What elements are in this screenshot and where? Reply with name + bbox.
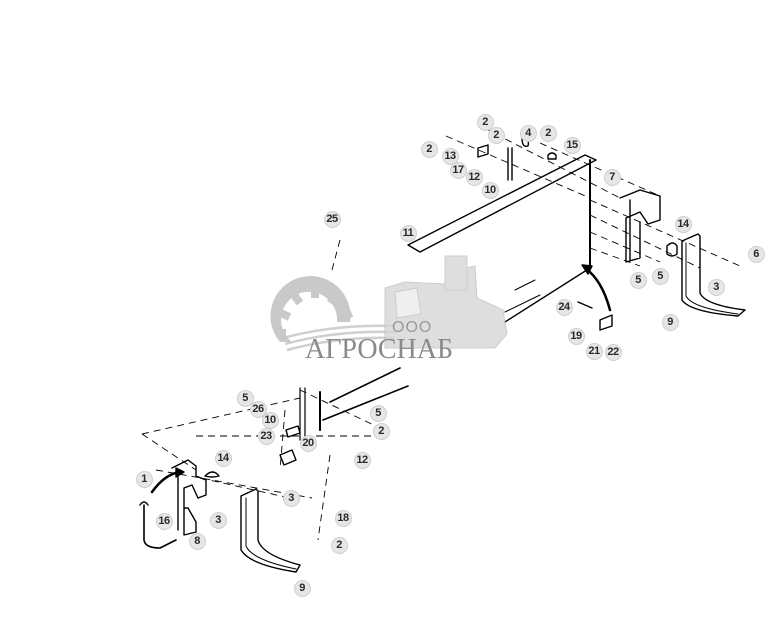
callout-8[interactable]: 8: [188, 532, 206, 550]
callout-16[interactable]: 16: [155, 512, 173, 530]
callout-9[interactable]: 9: [661, 313, 679, 331]
callout-2[interactable]: 2: [487, 126, 505, 144]
callout-9[interactable]: 9: [293, 579, 311, 597]
callout-3[interactable]: 3: [209, 511, 227, 529]
callout-7[interactable]: 7: [603, 168, 621, 186]
callout-1[interactable]: 1: [135, 470, 153, 488]
callout-26[interactable]: 26: [249, 400, 267, 418]
callout-11[interactable]: 11: [399, 224, 417, 242]
callout-12[interactable]: 12: [465, 168, 483, 186]
callout-25[interactable]: 25: [323, 210, 341, 228]
callout-17[interactable]: 17: [449, 161, 467, 179]
callout-2[interactable]: 2: [330, 536, 348, 554]
callout-5[interactable]: 5: [236, 389, 254, 407]
callout-22[interactable]: 22: [604, 343, 622, 361]
callout-10[interactable]: 10: [481, 181, 499, 199]
callout-6[interactable]: 6: [747, 245, 765, 263]
callout-23[interactable]: 23: [257, 427, 275, 445]
callout-2[interactable]: 2: [476, 113, 494, 131]
callout-5[interactable]: 5: [629, 271, 647, 289]
watermark-prefix: ООО: [392, 319, 433, 336]
callout-10[interactable]: 10: [261, 411, 279, 429]
callout-5[interactable]: 5: [651, 267, 669, 285]
callout-12[interactable]: 12: [353, 451, 371, 469]
callout-14[interactable]: 14: [674, 215, 692, 233]
callout-18[interactable]: 18: [334, 509, 352, 527]
callout-2[interactable]: 2: [372, 422, 390, 440]
agrosnab-watermark: ООО АГРОСНАБ: [245, 252, 535, 380]
callout-15[interactable]: 15: [563, 136, 581, 154]
watermark-brand: АГРОСНАБ: [305, 334, 454, 365]
callout-19[interactable]: 19: [567, 327, 585, 345]
callout-5[interactable]: 5: [369, 404, 387, 422]
watermark-graphic: [270, 255, 508, 352]
callout-24[interactable]: 24: [555, 298, 573, 316]
callout-20[interactable]: 20: [299, 434, 317, 452]
callout-2[interactable]: 2: [539, 124, 557, 142]
callout-21[interactable]: 21: [585, 342, 603, 360]
callout-14[interactable]: 14: [214, 449, 232, 467]
callout-13[interactable]: 13: [441, 147, 459, 165]
callout-3[interactable]: 3: [282, 489, 300, 507]
callout-3[interactable]: 3: [707, 278, 725, 296]
callout-2[interactable]: 2: [420, 140, 438, 158]
callout-4[interactable]: 4: [519, 124, 537, 142]
